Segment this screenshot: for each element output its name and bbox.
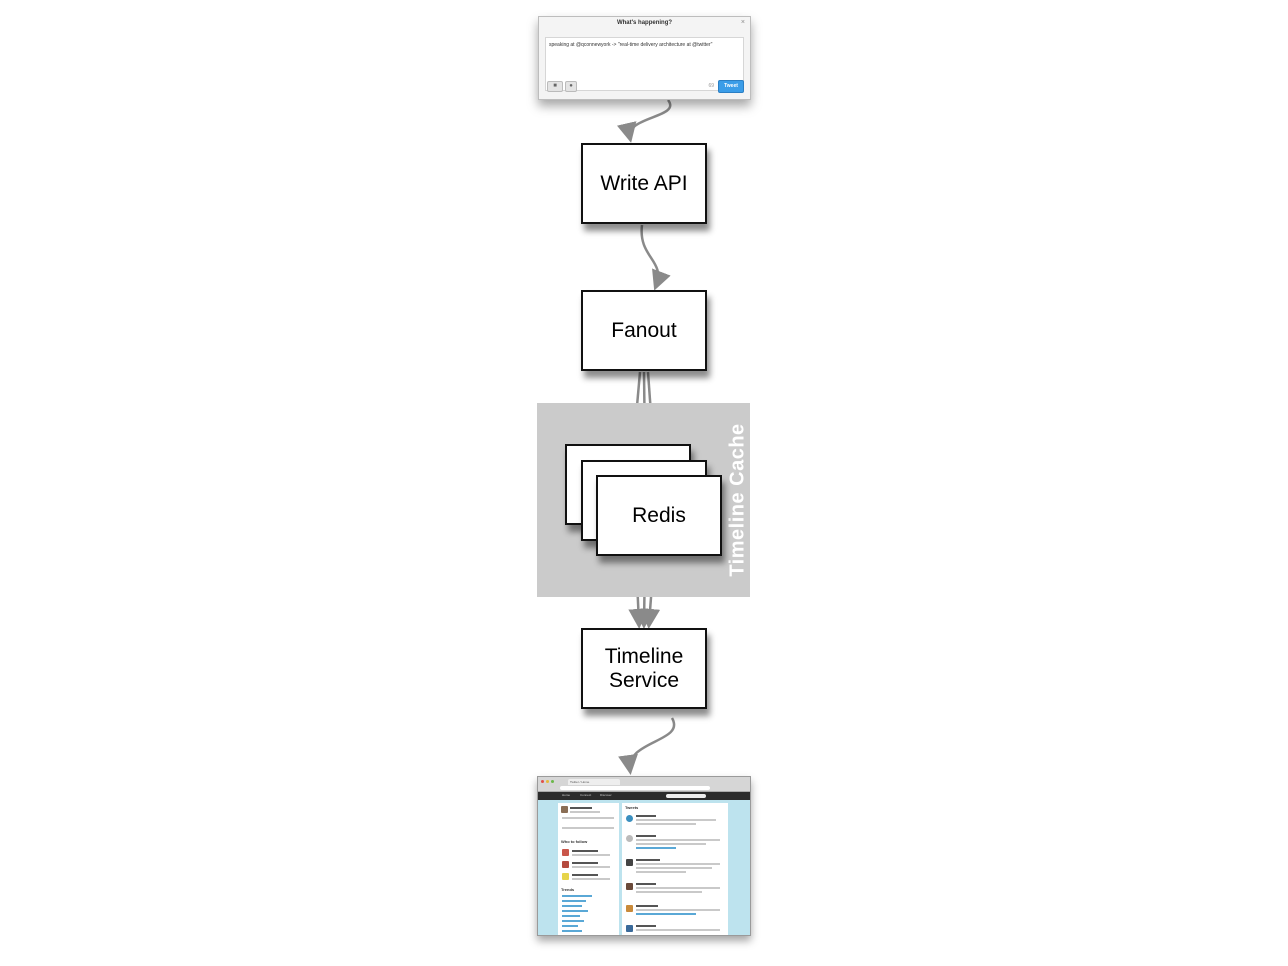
timeline-cache-label: Timeline Cache — [726, 423, 749, 577]
timeline-cache-label-wrap: Timeline Cache — [727, 403, 749, 597]
timeline-label-line1: Timeline — [604, 644, 684, 668]
timeline-service-node: Timeline Service — [581, 628, 707, 709]
fanout-label: Fanout — [611, 318, 677, 342]
redis-label: Redis — [632, 503, 686, 527]
nav-discover: Discover — [600, 793, 612, 797]
window-close-dot — [541, 780, 544, 783]
arrow-compose-to-write-api — [616, 99, 672, 143]
char-count: 69 — [708, 83, 714, 89]
search-box — [666, 794, 706, 798]
browser-chrome: Twitter / Home — [538, 777, 750, 792]
nav-home: Home — [562, 793, 571, 797]
avatar — [561, 806, 568, 813]
write-api-label: Write API — [600, 171, 688, 195]
trends-heading: Trends — [561, 887, 575, 892]
arrow-write-api-to-fanout — [640, 224, 671, 291]
browser-tab: Twitter / Home — [568, 779, 620, 785]
camera-icon[interactable]: ■ — [547, 81, 563, 92]
fanout-node: Fanout — [581, 290, 707, 371]
tweet-text-input[interactable]: speaking at @qconnewyork -> "real-time d… — [545, 37, 744, 91]
tweets-stream: Tweets — [622, 803, 728, 935]
close-icon[interactable]: × — [740, 19, 745, 26]
profile-sidebar: Who to follow Trends — [558, 803, 619, 935]
tweet-compose-dialog: What's happening? × speaking at @qconnew… — [538, 16, 751, 100]
tweets-heading: Tweets — [625, 805, 639, 810]
compose-title: What's happening? — [616, 20, 673, 26]
address-bar — [560, 786, 710, 790]
tweet-button[interactable]: Tweet — [718, 80, 744, 93]
window-max-dot — [551, 780, 554, 783]
nav-connect: Connect — [580, 793, 592, 797]
arrow-timeline-to-browser — [618, 717, 676, 775]
redis-node-front: Redis — [596, 475, 722, 556]
timeline-label-line2: Service — [608, 668, 679, 692]
window-min-dot — [546, 780, 549, 783]
twitter-nav-bar: Home Connect Discover — [538, 792, 750, 800]
twitter-home-screenshot: Twitter / Home Home Connect Discover Who… — [537, 776, 751, 936]
location-pin-icon[interactable]: ● — [565, 81, 577, 92]
write-api-node: Write API — [581, 143, 707, 224]
who-to-follow-heading: Who to follow — [561, 839, 588, 844]
